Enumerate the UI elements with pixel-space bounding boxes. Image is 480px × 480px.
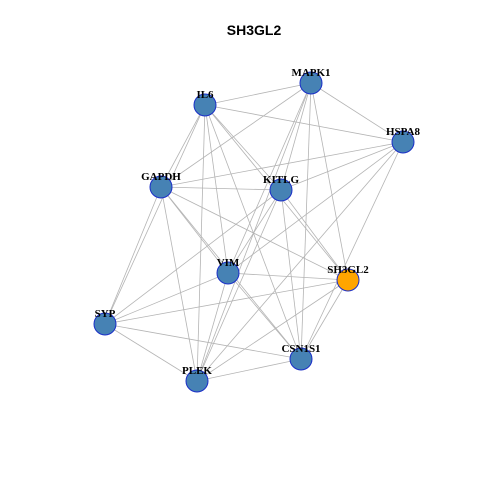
edge-sh3gl2-plek bbox=[196, 279, 349, 382]
edge-plek-csn1s1 bbox=[196, 358, 302, 382]
node-gapdh[interactable] bbox=[149, 175, 173, 199]
node-mapk1[interactable] bbox=[299, 71, 323, 95]
edge-gapdh-syp bbox=[104, 186, 162, 325]
node-label-sh3gl2: SH3GL2 bbox=[327, 264, 369, 276]
node-label-vim: VIM bbox=[217, 257, 240, 269]
node-label-syp: SYP bbox=[95, 308, 116, 320]
edge-vim-syp bbox=[104, 272, 229, 325]
node-label-gapdh: GAPDH bbox=[141, 171, 181, 183]
edge-vim-csn1s1 bbox=[227, 272, 302, 360]
edge-hspa8-vim bbox=[227, 141, 404, 274]
edge-il6-csn1s1 bbox=[204, 104, 302, 360]
edge-hspa8-kitlg bbox=[280, 141, 404, 191]
edge-syp-plek bbox=[104, 323, 198, 382]
edge-gapdh-sh3gl2 bbox=[160, 186, 349, 281]
node-syp[interactable] bbox=[93, 312, 117, 336]
node-label-mapk1: MAPK1 bbox=[291, 67, 330, 79]
edge-mapk1-sh3gl2 bbox=[310, 82, 349, 281]
node-kitlg[interactable] bbox=[269, 178, 293, 202]
edge-hspa8-plek bbox=[196, 141, 404, 382]
node-il6[interactable] bbox=[193, 93, 217, 117]
edge-il6-mapk1 bbox=[204, 82, 312, 106]
edge-il6-kitlg bbox=[204, 104, 282, 191]
node-label-hspa8: HSPA8 bbox=[386, 126, 421, 138]
edge-syp-csn1s1 bbox=[104, 323, 302, 360]
edge-il6-syp bbox=[104, 104, 206, 325]
node-sh3gl2[interactable] bbox=[336, 268, 360, 292]
edge-mapk1-gapdh bbox=[160, 82, 312, 188]
node-csn1s1[interactable] bbox=[289, 347, 313, 371]
node-label-il6: IL6 bbox=[196, 89, 214, 101]
edge-gapdh-kitlg bbox=[160, 186, 282, 191]
node-label-csn1s1: CSN1S1 bbox=[281, 343, 320, 355]
node-label-plek: PLEK bbox=[182, 365, 212, 377]
edge-mapk1-vim bbox=[227, 82, 312, 274]
edge-kitlg-csn1s1 bbox=[280, 189, 302, 360]
edge-layer bbox=[104, 82, 404, 382]
edge-mapk1-hspa8 bbox=[310, 82, 404, 143]
edge-il6-vim bbox=[204, 104, 229, 274]
edge-mapk1-csn1s1 bbox=[300, 82, 312, 360]
node-layer bbox=[93, 71, 415, 393]
edge-sh3gl2-syp bbox=[104, 279, 349, 325]
edge-hspa8-gapdh bbox=[160, 141, 404, 188]
edge-il6-hspa8 bbox=[204, 104, 404, 143]
edge-vim-sh3gl2 bbox=[227, 272, 349, 281]
node-label-kitlg: KITLG bbox=[263, 174, 300, 186]
node-plek[interactable] bbox=[185, 369, 209, 393]
edge-il6-gapdh bbox=[160, 104, 206, 188]
edge-hspa8-csn1s1 bbox=[300, 141, 404, 360]
edge-gapdh-plek bbox=[160, 186, 198, 382]
edge-kitlg-sh3gl2 bbox=[280, 189, 349, 281]
edge-kitlg-syp bbox=[104, 189, 282, 325]
diagram-title: SH3GL2 bbox=[227, 22, 282, 38]
edge-kitlg-vim bbox=[227, 189, 282, 274]
edge-vim-plek bbox=[196, 272, 229, 382]
edge-mapk1-kitlg bbox=[280, 82, 312, 191]
node-hspa8[interactable] bbox=[391, 130, 415, 154]
edge-sh3gl2-csn1s1 bbox=[300, 279, 349, 360]
edge-il6-plek bbox=[196, 104, 206, 382]
node-vim[interactable] bbox=[216, 261, 240, 285]
